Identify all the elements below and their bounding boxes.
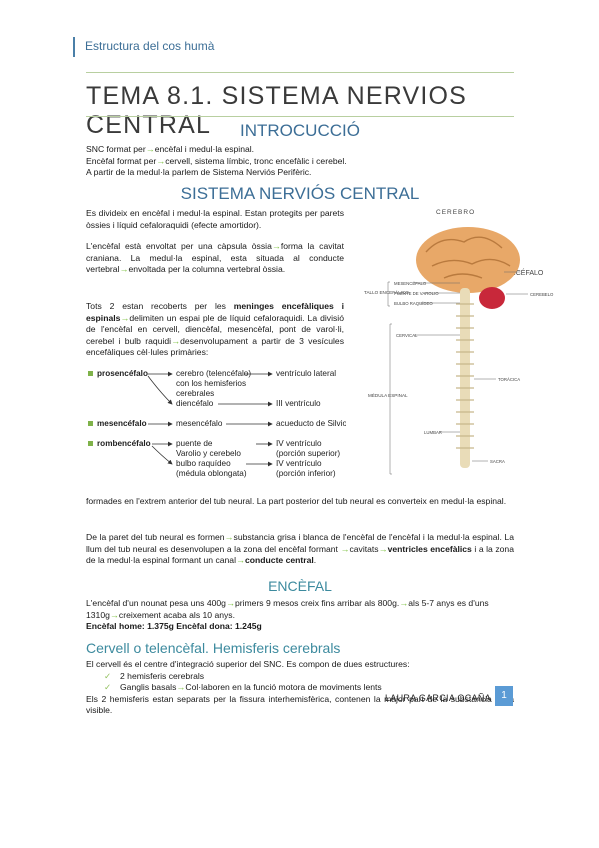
- encefal-text: L'encèfal d'un nounat pesa uns 400g→prim…: [86, 598, 489, 631]
- arrow-icon: →: [224, 532, 234, 542]
- meso-out: acueducto de Silvio: [276, 419, 346, 428]
- pro-out-2: III ventrículo: [276, 399, 321, 408]
- cervell-text: El cervell és el centre d'integració sup…: [86, 659, 514, 715]
- page-number-badge: 1: [495, 686, 513, 706]
- fig-cervical: CERVICAL: [396, 333, 418, 338]
- pro-item-1: con los hemisferios: [176, 379, 246, 388]
- rombo-out-1: (porción superior): [276, 449, 340, 458]
- fig-mesencefalo: MESENCÉFALO: [394, 281, 427, 286]
- rombo-item-0: puente de: [176, 439, 213, 448]
- arrow-icon: →: [171, 335, 181, 346]
- arrow-icon: →: [120, 312, 130, 323]
- arrow-icon: →: [176, 682, 186, 692]
- label-rombencefalo: rombencéfalo: [97, 439, 151, 448]
- snc-p1: Es divideix en encèfal i medul·la espina…: [86, 208, 344, 230]
- check-icon: ✓: [104, 670, 112, 681]
- arrow-icon: →: [271, 241, 281, 251]
- vesicle-diagram: prosencéfalo cerebro (telencéfalo) con l…: [88, 369, 346, 478]
- bullet-icon: [88, 371, 93, 376]
- rombo-out-0: IV ventrículo: [276, 439, 322, 448]
- cervell-heading: Cervell o telencèfal. Hemisferis cerebra…: [86, 640, 341, 656]
- fig-bulbo: BULBO RAQUÍDEO: [394, 301, 433, 306]
- label-prosencefalo: prosencéfalo: [97, 369, 148, 378]
- page-title: TEMA 8.1. SISTEMA NERVIOS CENTRAL: [86, 82, 468, 139]
- brain-shape: [416, 227, 520, 293]
- arrow-icon: →: [378, 543, 388, 554]
- label-mesencefalo: mesencéfalo: [97, 419, 147, 428]
- title-rule-top: [86, 72, 514, 73]
- arrow-icon: →: [225, 598, 235, 608]
- footer-author: LAURA GARCIA OCAÑA: [385, 693, 491, 703]
- arrow-line: [151, 445, 173, 465]
- rombo-out-2: IV ventrículo: [276, 459, 322, 468]
- snc-heading: SISTEMA NERVIÓS CENTRAL: [180, 184, 420, 203]
- cerebellum-shape: [479, 287, 505, 309]
- title-rule-bottom: [86, 116, 514, 117]
- fig-cerebelo: CEREBELO: [530, 292, 554, 297]
- fig-sacra: SACRA: [490, 459, 505, 464]
- arrow-icon: →: [399, 598, 409, 608]
- rombo-item-1: Varolio y cerebelo: [176, 449, 241, 458]
- arrow-icon: →: [156, 155, 166, 166]
- snc-p2: L'encèfal està envoltat per una càpsula …: [86, 241, 344, 274]
- bullet-icon: [88, 441, 93, 446]
- intro-heading: INTROCUCCIÓ: [240, 121, 360, 140]
- arrow-icon: →: [236, 555, 246, 565]
- fig-tallo: TALLO ENCEFÁLICO: [364, 289, 409, 295]
- arrow-icon: →: [119, 264, 129, 274]
- encefal-heading: ENCÈFAL: [268, 578, 332, 594]
- snc-p5: De la paret del tub neural es formen→sub…: [86, 532, 514, 565]
- arrow-icon: →: [109, 609, 119, 620]
- rombo-item-2: bulbo raquídeo: [176, 459, 231, 468]
- snc-p4: formades en l'extrem anterior del tub ne…: [86, 496, 507, 506]
- header-section: Estructura del cos humà: [85, 39, 215, 53]
- spine-shape: [460, 288, 470, 468]
- nervous-system-figure: CEREBRO ENCÉFALO TALLO ENCEFÁLICO MESENC…: [364, 209, 554, 475]
- header-bar: [73, 37, 75, 57]
- fig-lumbar: LUMBAR: [424, 430, 442, 435]
- arrow-line: [147, 375, 173, 405]
- pro-out-1: ventrículo lateral: [276, 369, 336, 378]
- rombo-item-3: (médula oblongata): [176, 469, 247, 478]
- pro-item-2: cerebrales: [176, 389, 214, 398]
- check-icon: ✓: [104, 682, 112, 692]
- fig-puente: PUENTE DE VAROLIO: [394, 291, 439, 296]
- rombo-out-3: (porción inferior): [276, 469, 336, 478]
- pro-item-3: diencéfalo: [176, 399, 214, 408]
- arrow-icon: →: [145, 144, 155, 154]
- meso-item: mesencéfalo: [176, 419, 223, 428]
- fig-medula: MÉDULA ESPINAL: [368, 392, 408, 398]
- snc-p3: Tots 2 estan recoberts per les meninges …: [86, 301, 344, 357]
- arrow-icon: →: [340, 543, 350, 554]
- bullet-icon: [88, 421, 93, 426]
- fig-title: CEREBRO: [436, 209, 475, 216]
- fig-encefalo: ENCÉFALO: [506, 268, 544, 277]
- pro-item-0: cerebro (telencéfalo): [176, 369, 251, 378]
- intro-text: SNC format per→encèfal i medul·la espina…: [86, 144, 347, 177]
- fig-toracica: TORÁCICA: [498, 377, 520, 382]
